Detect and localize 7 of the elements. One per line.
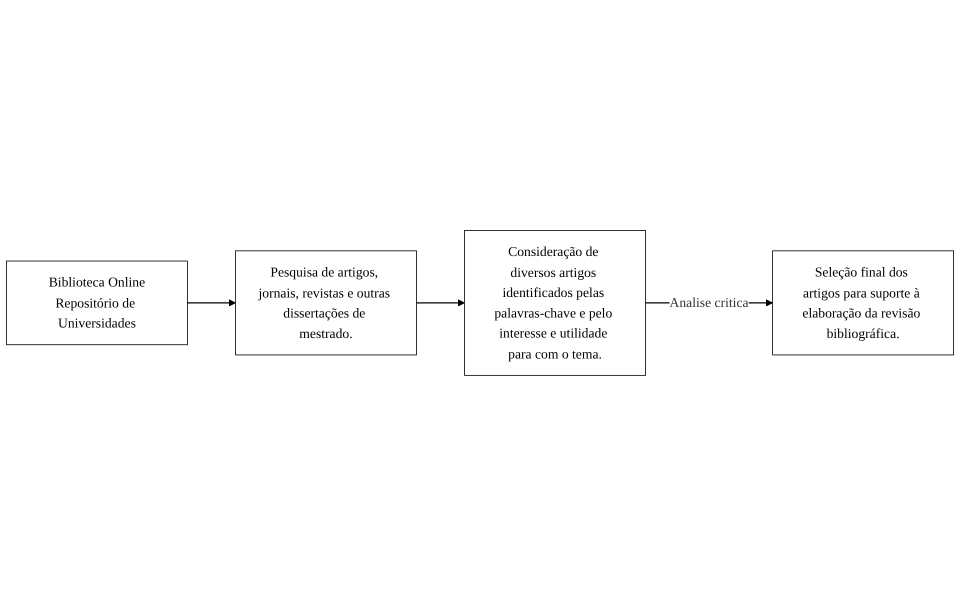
node-box: Biblioteca Online Repositório de Universidades	[6, 260, 188, 346]
edge-label: Analise critica	[670, 295, 749, 310]
node-box: Pesquisa de artigos, jornais, revistas e outras dissertações de mestrado.	[235, 250, 417, 356]
node-box: Consideração de diversos artigos identificados pelas palavras-chave e pelo interesse e utilidade para com o tema.	[464, 230, 646, 376]
arrow	[416, 299, 465, 307]
arrow	[187, 299, 236, 307]
node-box: Seleção final dos artigos para suporte à elaboração da revisão bibliográfica.	[772, 250, 954, 356]
